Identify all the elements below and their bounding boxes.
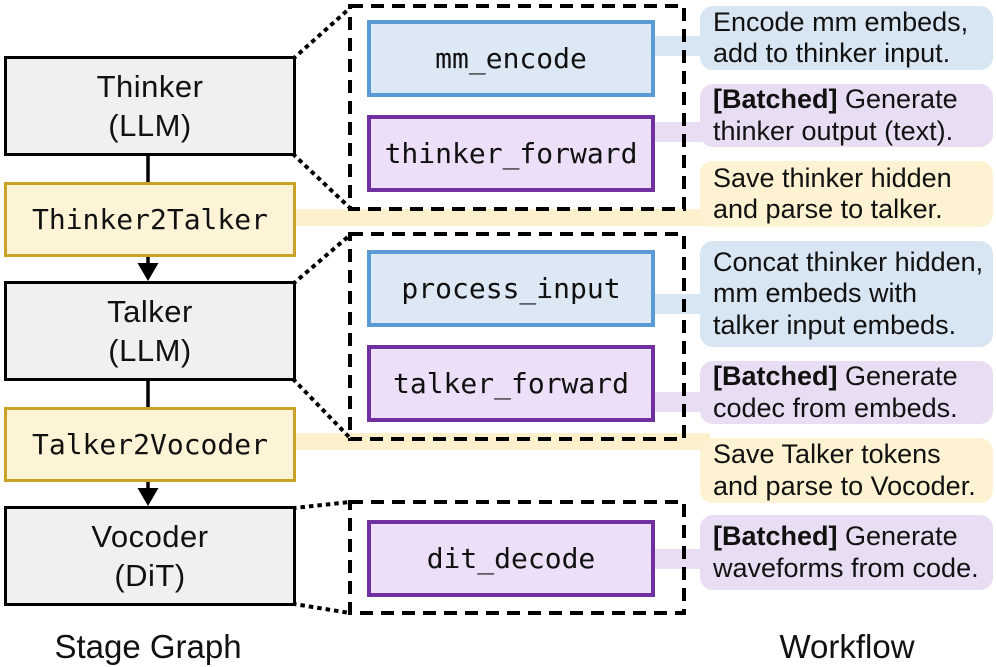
function-label: mm_encode: [435, 42, 587, 75]
band-talker2vocoder: [290, 433, 710, 450]
stage-node-thinker: Thinker (LLM): [4, 56, 296, 156]
callout-mm-encode: Encode mm embeds, add to thinker input.: [700, 6, 993, 70]
function-box-process-input: process_input: [367, 250, 655, 327]
arrow-down-icon: [137, 488, 159, 506]
stage-node-talker: Talker (LLM): [4, 281, 296, 381]
arrow-down-icon: [137, 263, 159, 281]
function-label: dit_decode: [426, 542, 596, 575]
stage-node-subtitle: (LLM): [108, 333, 192, 368]
relay-node-label: Thinker2Talker: [31, 203, 268, 236]
function-box-dit-decode: dit_decode: [367, 520, 655, 597]
function-label: talker_forward: [392, 367, 629, 400]
band-thinker2talker: [290, 209, 710, 226]
callout-talker-forward: [Batched] Generate codec from embeds.: [700, 361, 993, 424]
callout-bold: [Batched]: [713, 521, 838, 551]
stage-node-title: Vocoder: [91, 519, 209, 554]
callout-text: Save Talker tokens and parse to Vocoder.: [713, 439, 976, 501]
callout-bold: [Batched]: [713, 361, 838, 391]
callout-text: Concat thinker hidden, mm embeds with ta…: [713, 246, 984, 340]
callout-text: Encode mm embeds, add to thinker input.: [713, 6, 969, 69]
function-label: process_input: [401, 272, 621, 305]
relay-node-label: Talker2Vocoder: [31, 428, 268, 461]
callout-text: [Batched] Generate codec from embeds.: [713, 361, 958, 423]
dotted-links: [291, 5, 353, 616]
callout-thinker2talker: Save thinker hidden and parse to talker.: [700, 161, 993, 227]
callout-text: [Batched] Generate thinker output (text)…: [713, 84, 958, 146]
callout-talker2vocoder: Save Talker tokens and parse to Vocoder.: [700, 438, 993, 503]
stage-node-vocoder: Vocoder (DiT): [4, 506, 296, 606]
callout-bold: [Batched]: [713, 84, 838, 114]
stage-node-subtitle: (DiT): [114, 558, 186, 593]
stage-graph-label: Stage Graph: [54, 628, 242, 665]
stage-node-subtitle: (LLM): [108, 108, 192, 143]
callout-text: Save thinker hidden and parse to talker.: [713, 162, 952, 225]
relay-node-talker2vocoder: Talker2Vocoder: [4, 407, 296, 482]
workflow-label: Workflow: [779, 628, 915, 665]
callout-thinker-forward: [Batched] Generate thinker output (text)…: [700, 84, 993, 147]
callout-process-input: Concat thinker hidden, mm embeds with ta…: [700, 241, 993, 347]
relay-node-thinker2talker: Thinker2Talker: [4, 182, 296, 257]
function-box-mm-encode: mm_encode: [367, 20, 655, 97]
callout-dit-decode: [Batched] Generate waveforms from code.: [700, 515, 993, 590]
function-box-talker-forward: talker_forward: [367, 345, 655, 422]
function-box-thinker-forward: thinker_forward: [367, 115, 655, 192]
stage-node-title: Thinker: [96, 69, 204, 104]
function-label: thinker_forward: [384, 137, 638, 170]
stage-node-title: Talker: [107, 294, 193, 329]
callout-text: [Batched] Generate waveforms from code.: [713, 521, 979, 583]
